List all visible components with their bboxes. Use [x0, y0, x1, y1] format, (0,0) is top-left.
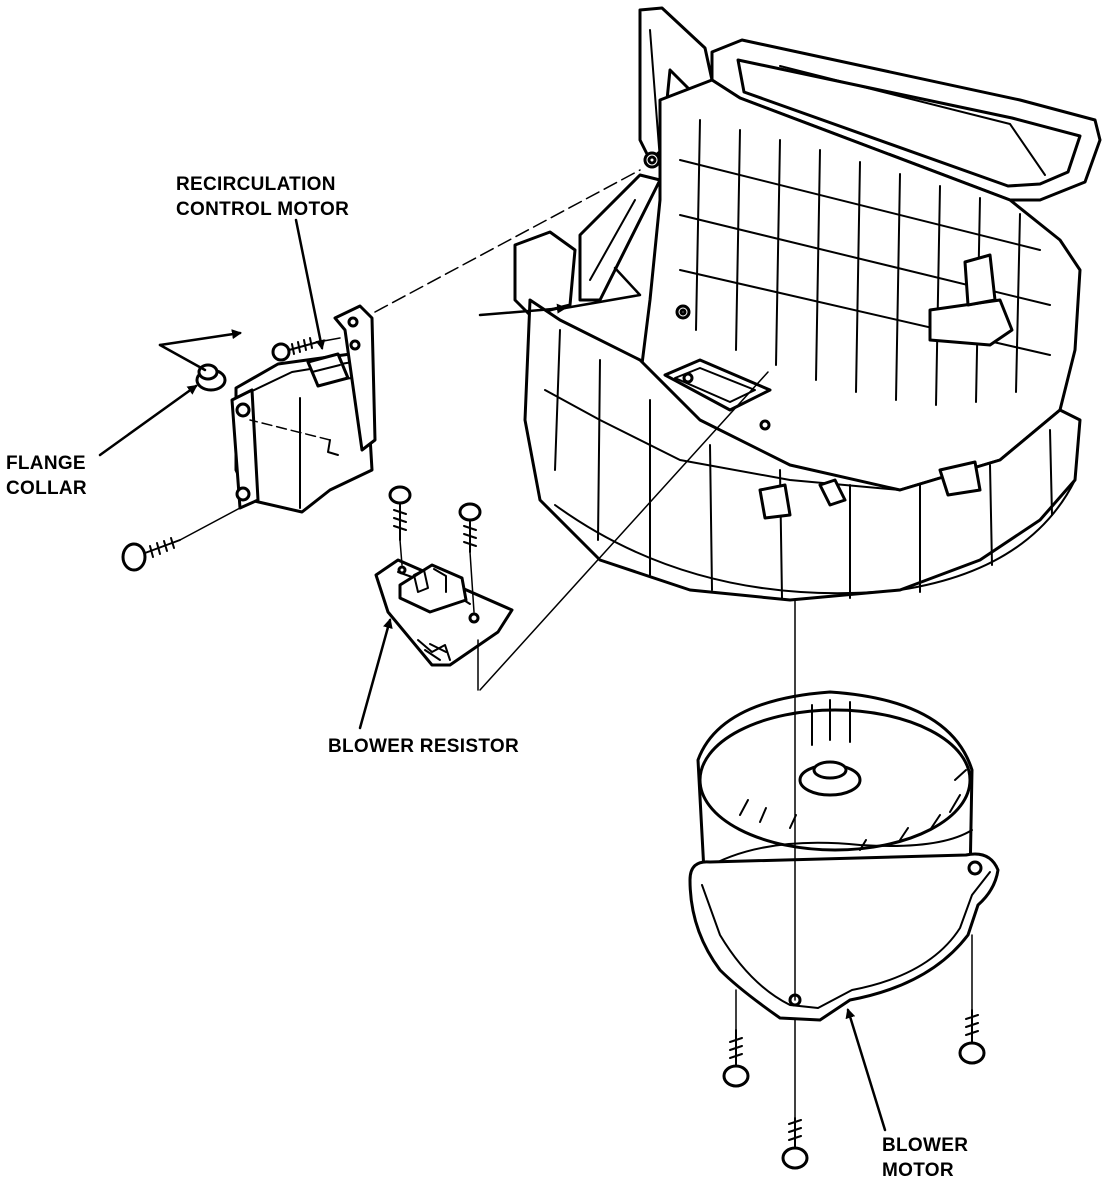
flange-collar-label-line2: COLLAR [6, 478, 87, 499]
leader-arrows [98, 218, 887, 1132]
flange-collar-label: FLANGE COLLAR [6, 451, 87, 501]
blower-resistor-label-text: BLOWER RESISTOR [328, 736, 519, 757]
recirculation-label-line1: RECIRCULATION [176, 174, 336, 195]
blower-motor-label-line2: MOTOR [882, 1160, 954, 1181]
motor-screw-top [271, 337, 319, 362]
blower-screw-right [958, 1009, 986, 1065]
blower-motor-label: BLOWER MOTOR [882, 1133, 968, 1183]
resistor-screw-right [458, 502, 482, 553]
blower-motor-label-line1: BLOWER [882, 1135, 969, 1156]
flange-collar-label-line1: FLANGE [6, 453, 86, 474]
flange-collar [195, 363, 227, 392]
blower-resistor-label: BLOWER RESISTOR [328, 734, 519, 759]
blower-motor [688, 690, 1000, 1022]
blower-screw-left [722, 1029, 750, 1088]
blower-resistor [374, 558, 514, 667]
blower-housing [513, 6, 1102, 602]
motor-screw-bottom [121, 537, 181, 572]
recirculation-control-motor [230, 304, 377, 514]
resistor-screw-left [388, 485, 412, 541]
recirculation-control-motor-label: RECIRCULATION CONTROL MOTOR [176, 172, 349, 222]
recirculation-label-line2: CONTROL MOTOR [176, 199, 350, 220]
blower-screw-center [781, 1117, 809, 1170]
assembly-guide-lines [179, 169, 973, 1119]
